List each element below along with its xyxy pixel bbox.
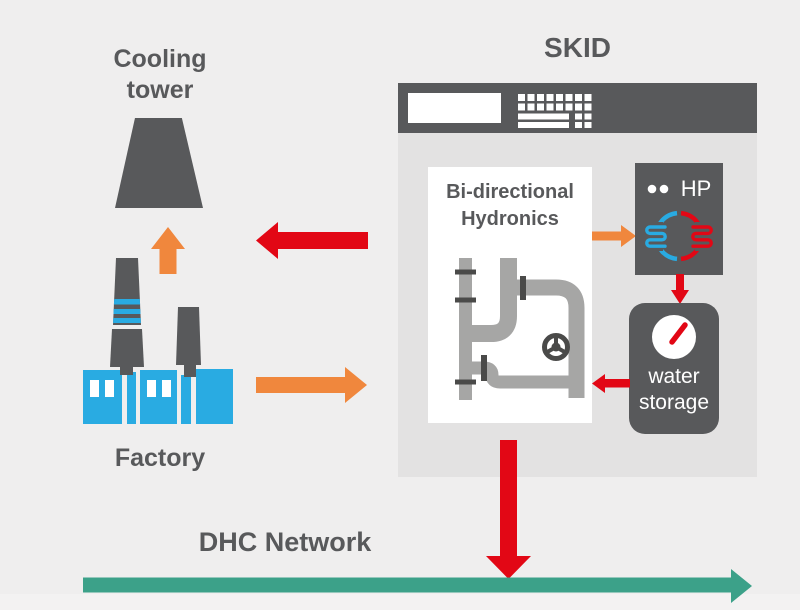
- arrow-hp-to-storage: [671, 274, 689, 304]
- cooling-tower-label: Cooling tower: [113, 45, 207, 104]
- arrow-factory-to-skid: [256, 367, 367, 403]
- arrow-skid-to-network: [486, 440, 531, 579]
- factory-icon: [83, 258, 233, 424]
- skid-title: SKID: [544, 32, 611, 63]
- factory-label: Factory: [114, 444, 206, 472]
- arrow-factory-to-cooling-tower: [151, 227, 185, 274]
- control-panel-keypad-icon: [518, 94, 592, 128]
- hp-label: HP: [680, 176, 712, 201]
- hydronics-box: Bi-directional Hydronics: [428, 167, 592, 423]
- arrow-storage-to-hydronics: [592, 374, 630, 393]
- hp-dots-icon: [647, 184, 669, 194]
- gauge-icon: [652, 315, 696, 359]
- arrow-skid-to-factory: [256, 222, 368, 259]
- hydronics-pipes-icon: [455, 258, 585, 400]
- heat-pump-cycle-icon: [643, 210, 715, 262]
- valve-wheel-icon: [542, 333, 570, 361]
- dhc-network-label: DHC Network: [198, 527, 372, 557]
- cooling-tower-icon: [115, 118, 203, 208]
- hydronics-title: Bi-directional Hydronics: [446, 181, 574, 230]
- control-panel-bar: [398, 83, 757, 133]
- dhc-network-arrow: [83, 569, 752, 603]
- water-storage-label: water storage: [638, 365, 710, 414]
- footer-strip: [0, 594, 800, 610]
- arrow-hydronics-to-hp: [592, 225, 636, 247]
- hp-box: HP: [635, 163, 723, 275]
- water-storage-box: water storage: [629, 303, 719, 434]
- control-panel-screen: [408, 93, 501, 123]
